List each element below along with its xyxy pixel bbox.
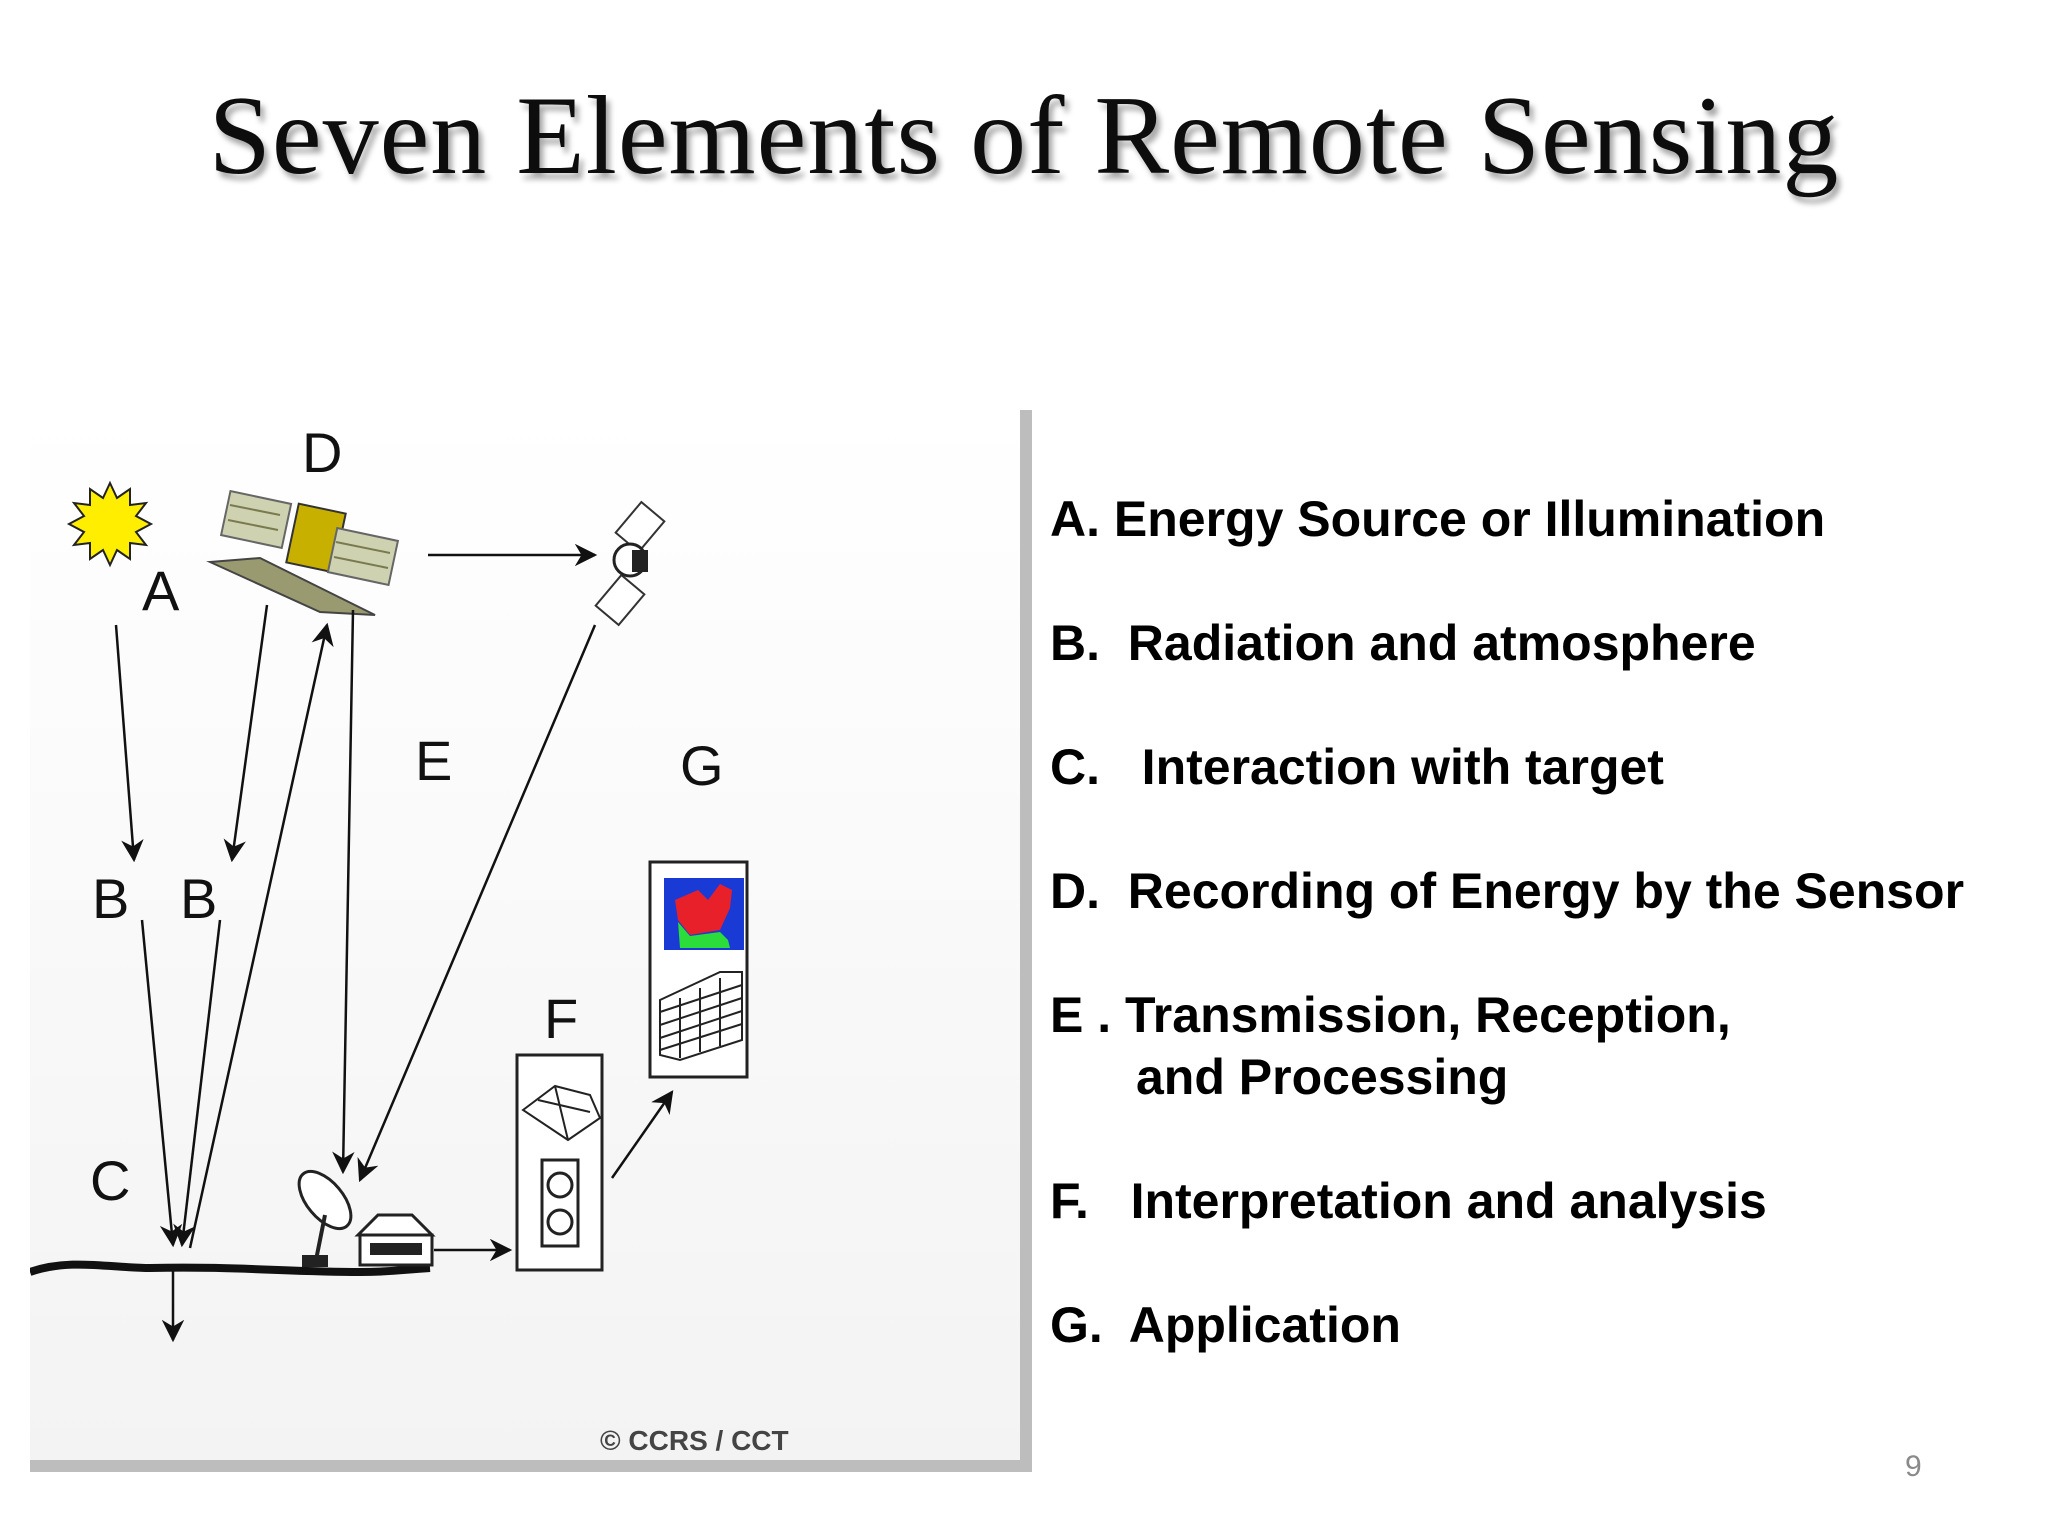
arrow-sensor-down — [223, 604, 269, 863]
label-g: G — [680, 734, 724, 797]
list-item-d: D. Recording of Energy by the Sensor — [1050, 863, 1965, 919]
label-d: D — [302, 421, 342, 484]
ground-line — [30, 1260, 431, 1277]
arrow-b2-to-ground — [173, 919, 222, 1248]
relay-satellite-icon — [594, 500, 666, 627]
page-number: 9 — [1905, 1450, 1922, 1483]
ground-station-icon — [354, 1213, 436, 1267]
slide-title: Seven Elements of Remote Sensing — [208, 74, 1840, 198]
sensor-satellite-icon — [206, 489, 400, 616]
arrow-sun-to-ground — [114, 624, 144, 863]
label-c: C — [90, 1149, 130, 1212]
list-item-b: B. Radiation and atmosphere — [1050, 615, 1756, 671]
receiving-dish-icon — [297, 1170, 353, 1267]
interpretation-panel — [515, 1053, 604, 1272]
data-grid-icon — [659, 971, 743, 1062]
arrow-b1-to-ground — [140, 919, 183, 1248]
label-a: A — [142, 559, 180, 622]
label-b1: B — [92, 867, 129, 930]
list-item-g: G. Application — [1050, 1297, 1401, 1353]
frame-shadow-bottom — [30, 1460, 1032, 1472]
arrow-f-to-g — [610, 1090, 674, 1179]
label-e: E — [415, 729, 452, 792]
list-item-f: F. Interpretation and analysis — [1050, 1173, 1767, 1229]
arrow-relay-to-dish — [357, 624, 597, 1183]
arrow-ground-to-sensor — [188, 622, 334, 1249]
label-f: F — [544, 987, 578, 1050]
list-item-a: A. Energy Source or Illumination — [1050, 491, 1826, 547]
frame-shadow-right — [1020, 410, 1032, 1472]
copyright-text: © CCRS / CCT — [600, 1425, 789, 1456]
sun-icon — [66, 480, 154, 568]
remote-sensing-diagram: A B B C D E F G © CCRS / CCT — [30, 400, 1040, 1480]
label-b2: B — [180, 867, 217, 930]
application-panel — [648, 860, 749, 1079]
list-item-e-continued: and Processing — [1136, 1049, 1509, 1105]
list-item-c: C. Interaction with target — [1050, 739, 1664, 795]
list-item-e: E . Transmission, Reception, — [1050, 987, 1731, 1043]
arrow-sensor-to-dish — [332, 609, 355, 1175]
